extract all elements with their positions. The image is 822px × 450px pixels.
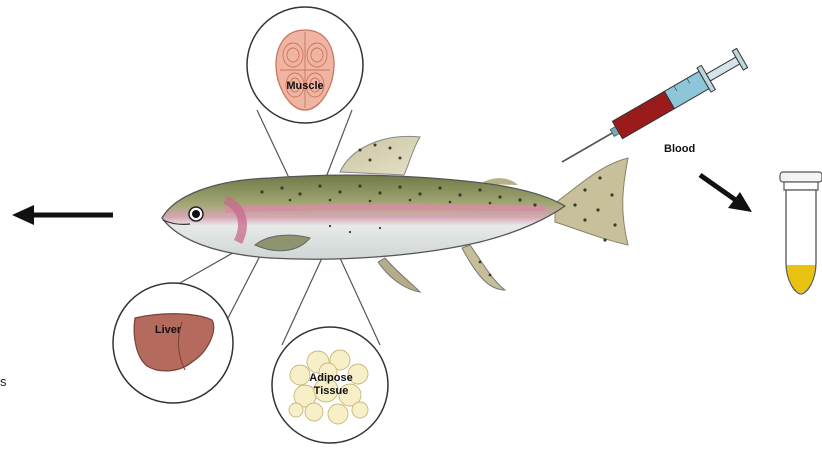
arrow-down-right-icon [700, 175, 752, 212]
tube-fluid [787, 265, 815, 293]
muscle-label: Muscle [286, 80, 323, 92]
dorsal-fin [340, 136, 420, 175]
syringe-icon [555, 46, 749, 174]
caudal-fin [555, 158, 628, 245]
sample-tube-icon [780, 172, 822, 294]
anal-fin [462, 245, 505, 290]
edge-text-fragment: s [0, 374, 7, 389]
liver-tissue-callout: Liver [113, 283, 233, 403]
trout-illustration [162, 136, 628, 292]
adipose-tissue-callout: Adipose Tissue [272, 327, 388, 443]
adipose-label-line2: Tissue [314, 385, 349, 397]
arrow-left-icon [12, 205, 113, 225]
fish-body [162, 175, 565, 259]
muscle-tissue-callout: Muscle [247, 7, 363, 123]
liver-label: Liver [155, 324, 182, 336]
blood-label: Blood [664, 143, 695, 155]
adipose-label-line1: Adipose [309, 372, 352, 384]
lateral-stripe [225, 207, 545, 210]
pelvic-fin [378, 258, 420, 292]
